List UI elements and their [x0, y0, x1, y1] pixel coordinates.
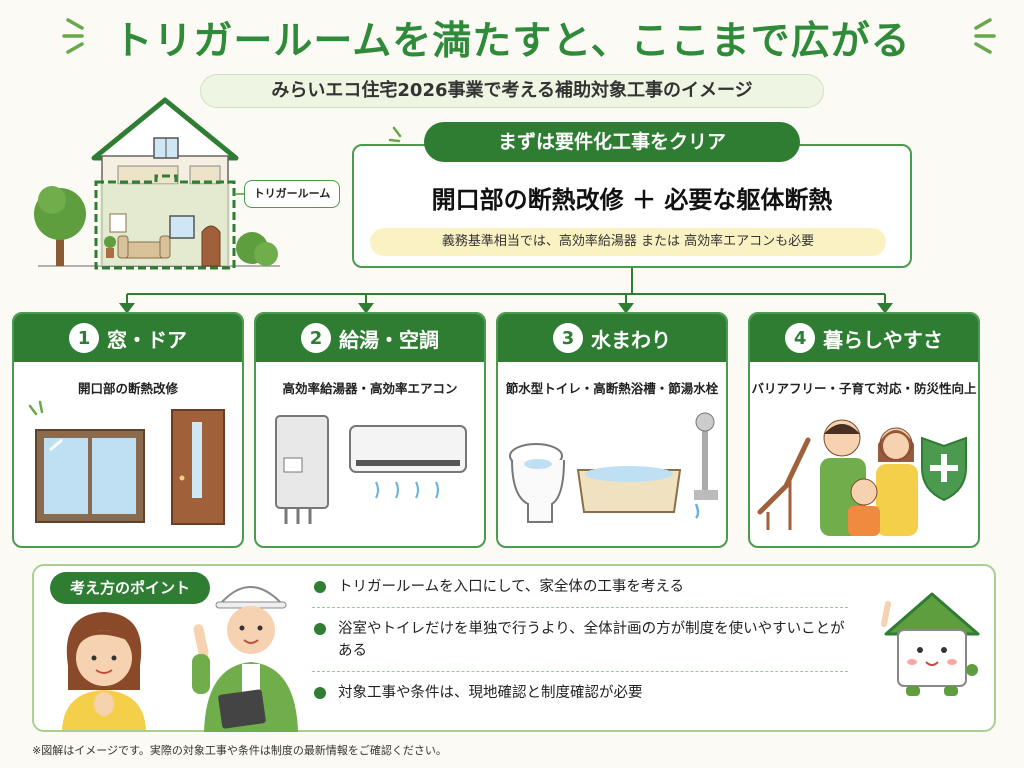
point-text: トリガールームを入口にして、家全体の工事を考える — [338, 579, 684, 595]
card-description: バリアフリー・子育て対応・防災性向上 — [751, 381, 977, 396]
card-livability: 4 暮らしやすさ バリアフリー・子育て対応・防災性向上 — [748, 312, 980, 548]
card-number: 3 — [553, 323, 583, 353]
toilet-bath-faucet-icon — [509, 412, 718, 523]
divider — [312, 607, 848, 608]
worker-illustration — [192, 586, 298, 732]
card-number: 2 — [301, 323, 331, 353]
card-number: 4 — [785, 323, 816, 353]
card-description: 開口部の断熱改修 — [77, 381, 178, 396]
card-header: 3 水まわり — [498, 314, 726, 362]
divider — [312, 671, 848, 672]
point-item: 対象工事や条件は、現地確認と制度確認が必要 — [312, 682, 848, 704]
card-description: 節水型トイレ・高断熱浴槽・節湯水栓 — [505, 381, 719, 396]
point-text: 対象工事や条件は、現地確認と制度確認が必要 — [338, 685, 643, 701]
card-title: 給湯・空調 — [339, 327, 439, 352]
water-heater-aircon-icon — [275, 415, 467, 524]
point-item: 浴室やトイレだけを単独で行うより、全体計画の方が制度を使いやすいことがある — [312, 618, 848, 662]
card-header: 2 給湯・空調 — [256, 314, 484, 362]
sparkle-icon — [388, 126, 402, 143]
woman-illustration — [62, 612, 146, 730]
card-title: 暮らしやすさ — [823, 327, 943, 352]
points-header: 考え方のポイント — [50, 572, 210, 604]
card-description: 高効率給湯器・高効率エアコン — [282, 381, 458, 396]
page-subtitle: みらいエコ住宅2026事業で考える補助対象工事のイメージ — [200, 74, 824, 108]
family-handrail-icon — [757, 419, 967, 536]
card-title: 窓・ドア — [107, 327, 187, 352]
sparkle-left-icon — [62, 18, 84, 54]
bullet-icon — [314, 687, 326, 699]
card-windows-doors: 1 窓・ドア 開口部の断熱改修 — [12, 312, 244, 548]
card-plumbing: 3 水まわり 節水型トイレ・高断熱浴槽・節湯水栓 — [496, 312, 728, 548]
bullet-icon — [314, 623, 326, 635]
card-title: 水まわり — [591, 327, 671, 352]
card-hot-water-aircon: 2 給湯・空調 高効率給湯器・高効率エアコン — [254, 312, 486, 548]
footnote: ※図解はイメージです。実際の対象工事や条件は制度の最新情報をご確認ください。 — [32, 744, 447, 757]
page-title: トリガールームを満たすと、ここまで広がる — [113, 19, 911, 64]
requirement-note: 義務基準相当では、高効率給湯器 または 高効率エアコンも必要 — [370, 228, 886, 256]
window-door-icon — [28, 400, 225, 525]
card-number: 1 — [69, 323, 99, 353]
connector-lines — [119, 268, 893, 314]
sparkle-right-icon — [974, 18, 996, 54]
trigger-room-tag: トリガールーム — [244, 180, 340, 208]
house-mascot-icon — [881, 592, 980, 696]
point-text: 浴室やトイレだけを単独で行うより、全体計画の方が制度を使いやすいことがある — [338, 621, 845, 659]
card-header: 1 窓・ドア — [14, 314, 242, 362]
bullet-icon — [314, 581, 326, 593]
requirement-main: 開口部の断熱改修 ＋ 必要な躯体断熱 — [431, 186, 833, 214]
points-list: トリガールームを入口にして、家全体の工事を考える 浴室やトイレだけを単独で行うよ… — [312, 576, 848, 704]
card-header: 4 暮らしやすさ — [750, 314, 978, 362]
house-illustration — [34, 97, 280, 270]
point-item: トリガールームを入口にして、家全体の工事を考える — [312, 576, 848, 598]
requirement-header: まずは要件化工事をクリア — [424, 122, 800, 162]
